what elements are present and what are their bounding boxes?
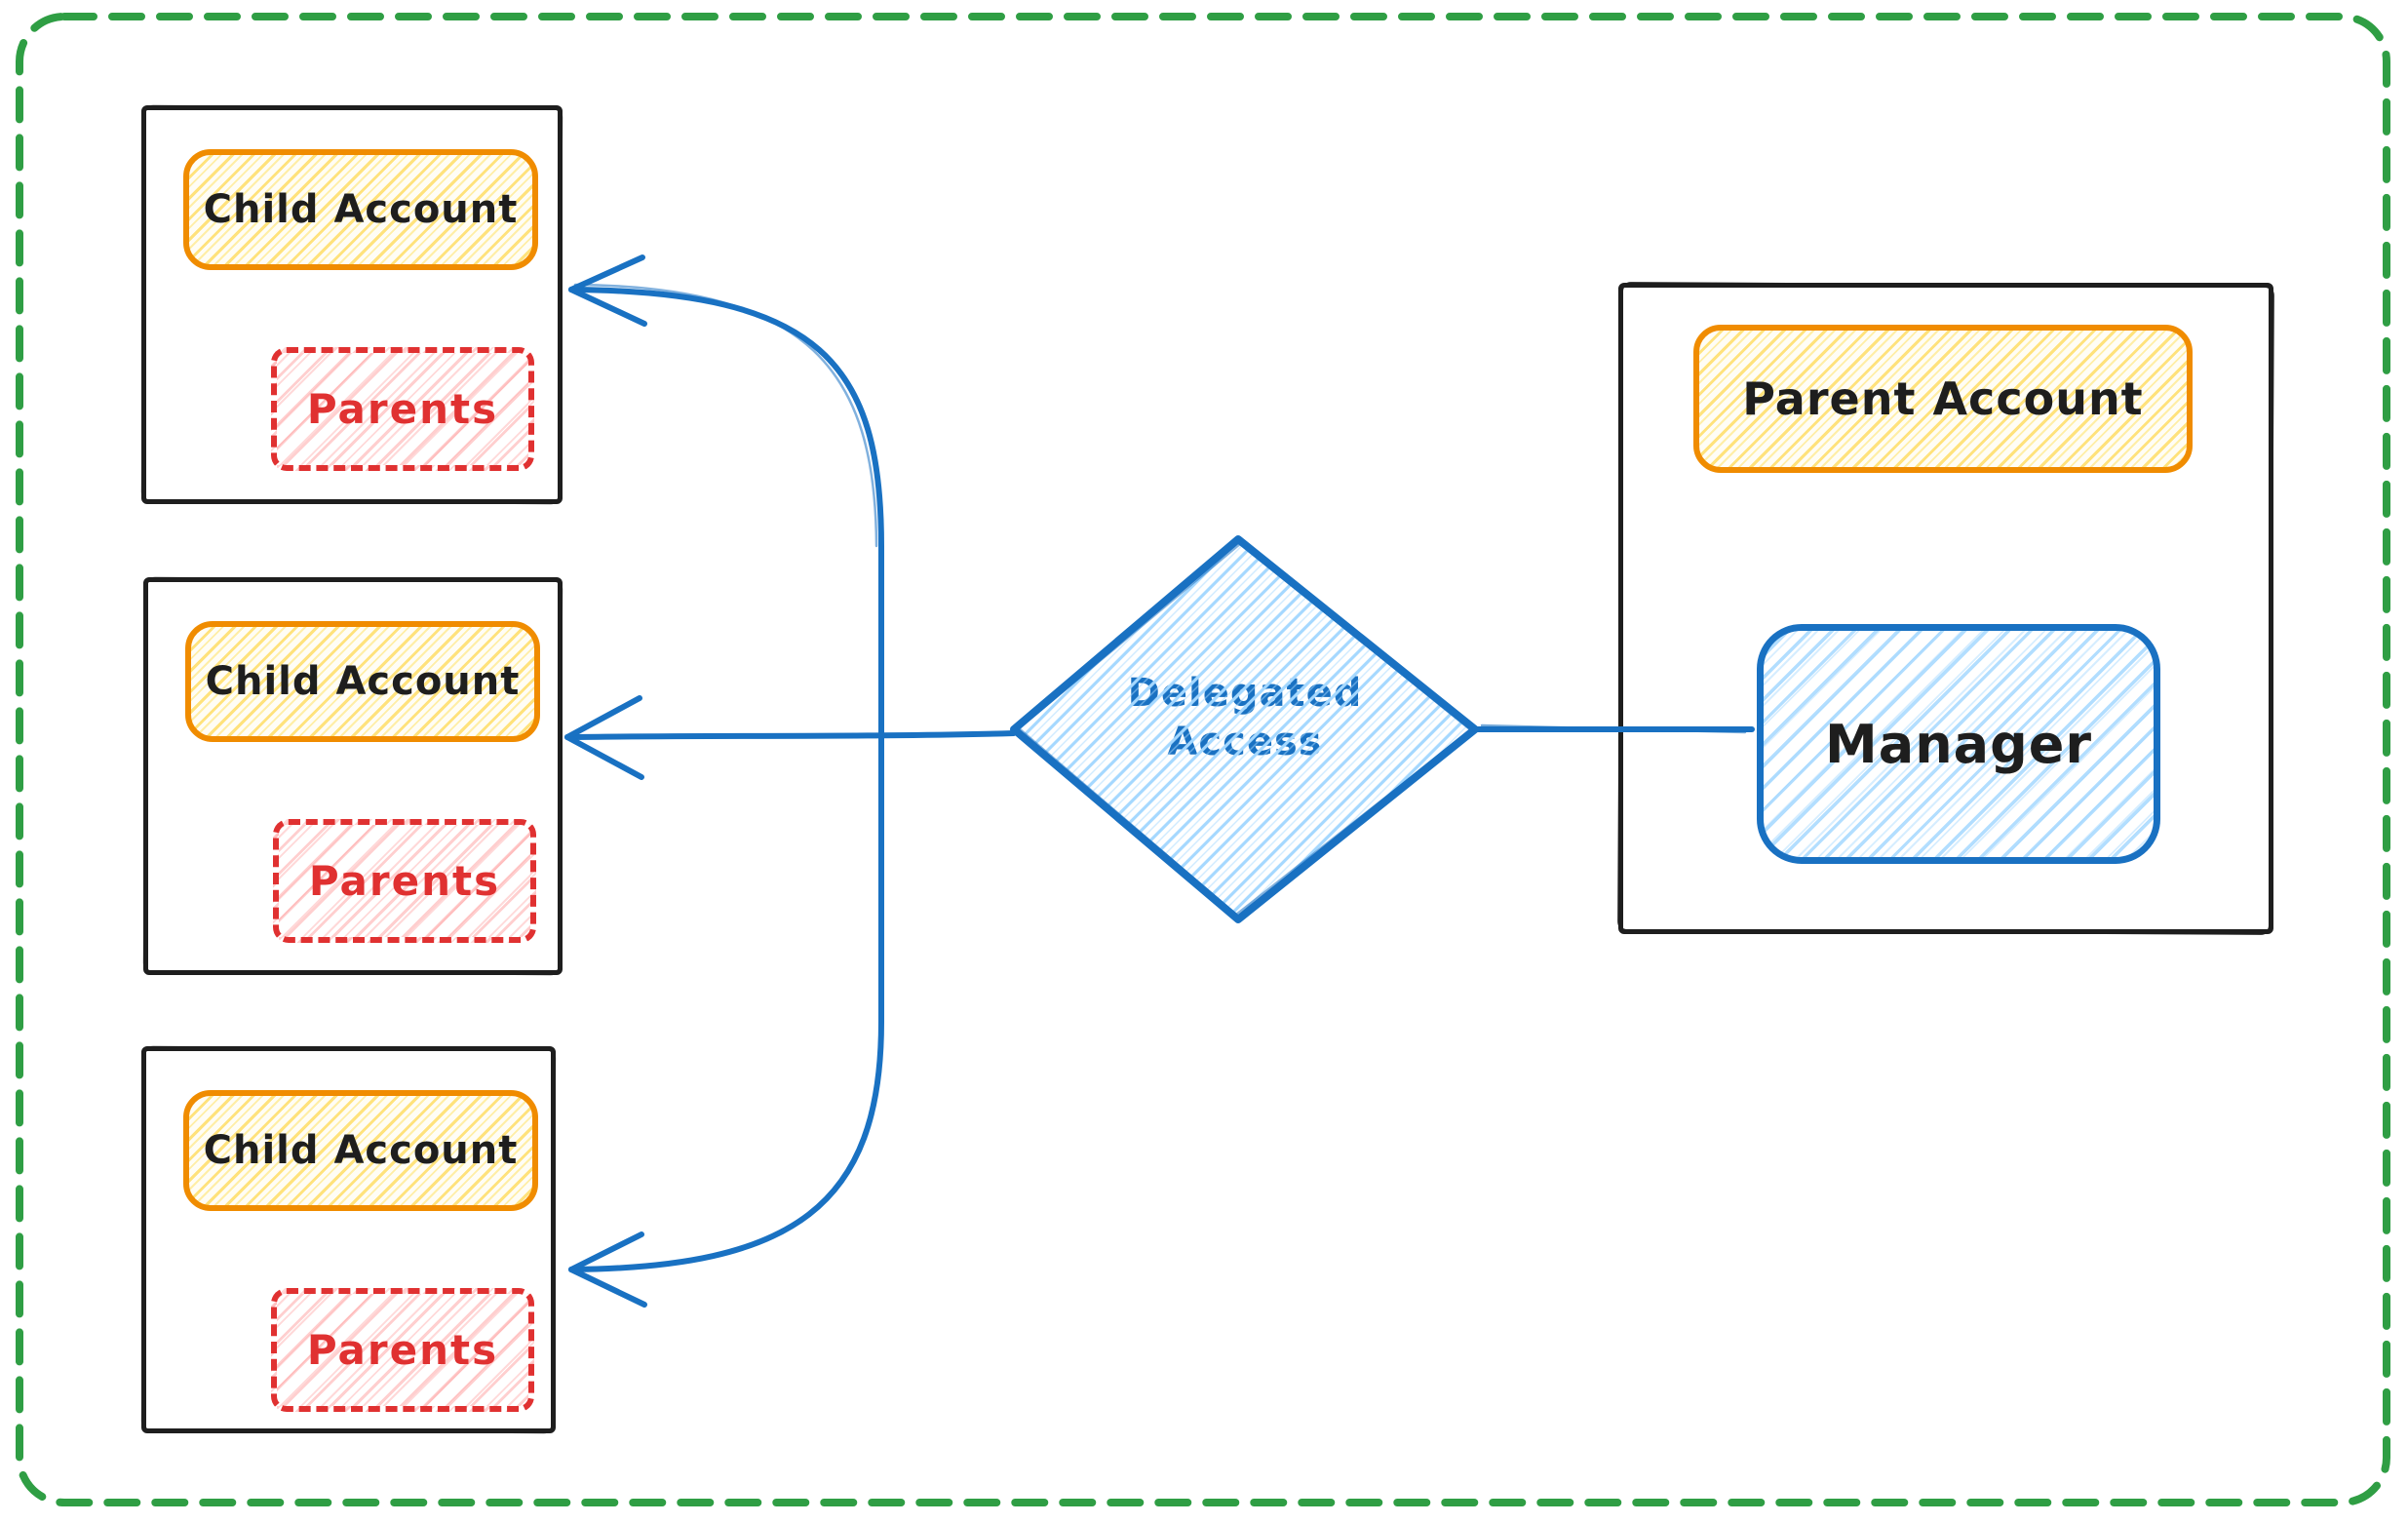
parents-box: Parents <box>273 819 536 943</box>
child-account-title: Child Account <box>203 1128 519 1173</box>
parents-label: Parents <box>308 857 501 905</box>
delegated-access-label: Delegated Access <box>1050 669 1440 766</box>
parent-account-node: Parent Account Manager <box>1618 283 2273 934</box>
parents-label: Parents <box>306 1326 499 1374</box>
connector-diamond-to-child-1-and-3 <box>568 254 884 1308</box>
delegated-access-line2: Access <box>1167 720 1323 764</box>
child-account-node-3: Child Account Parents <box>141 1046 556 1433</box>
child-account-node-2: Child Account Parents <box>143 577 563 975</box>
child-account-pill: Child Account <box>185 621 540 742</box>
parents-box: Parents <box>271 347 534 471</box>
manager-label: Manager <box>1825 713 2092 775</box>
parent-account-pill: Parent Account <box>1693 325 2193 473</box>
manager-node: Manager <box>1757 624 2160 864</box>
parents-box: Parents <box>271 1288 534 1412</box>
child-account-title: Child Account <box>205 659 521 704</box>
connector-diamond-to-child-2 <box>564 695 1017 780</box>
child-account-title: Child Account <box>203 187 519 232</box>
delegated-access-line1: Delegated <box>1127 671 1363 716</box>
child-account-node-1: Child Account Parents <box>141 105 563 504</box>
parents-label: Parents <box>306 385 499 433</box>
child-account-pill: Child Account <box>183 1090 538 1211</box>
parent-account-title: Parent Account <box>1742 372 2144 425</box>
child-account-pill: Child Account <box>183 149 538 270</box>
